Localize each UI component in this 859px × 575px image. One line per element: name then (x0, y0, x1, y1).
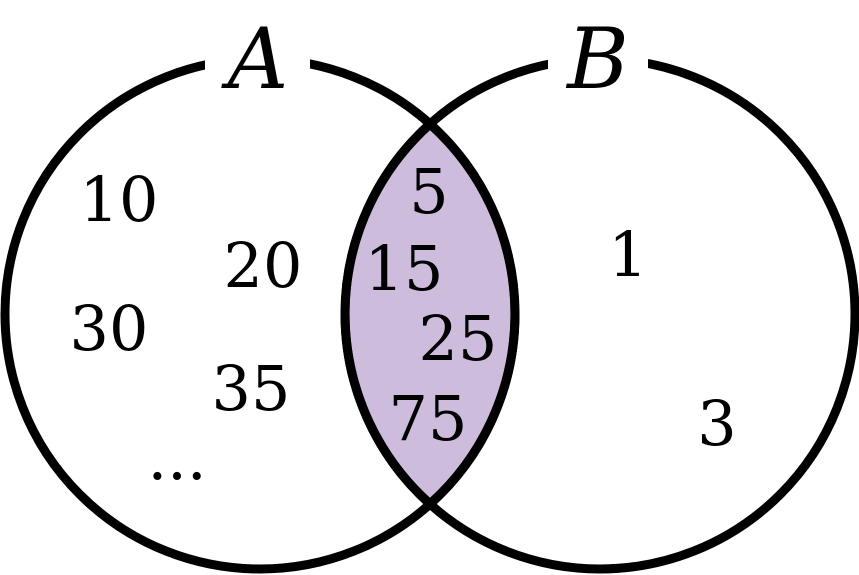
set-a-element: 35 (212, 352, 291, 425)
set-b-element: 1 (608, 218, 647, 291)
intersection-element: 75 (389, 382, 468, 455)
set-a-element: 10 (80, 163, 159, 236)
set-a-element: 20 (224, 229, 303, 302)
set-b-element: 3 (697, 387, 736, 460)
set-a-label: A (221, 10, 289, 108)
set-b-label-gap (548, 20, 648, 100)
set-a-label-gap (205, 20, 310, 100)
intersection-element: 5 (409, 155, 448, 228)
set-a-ellipsis: ... (147, 421, 206, 494)
set-b-label: B (565, 10, 629, 108)
set-a-element: 30 (70, 292, 149, 365)
intersection-element: 25 (419, 302, 498, 375)
intersection-element: 15 (365, 232, 444, 305)
